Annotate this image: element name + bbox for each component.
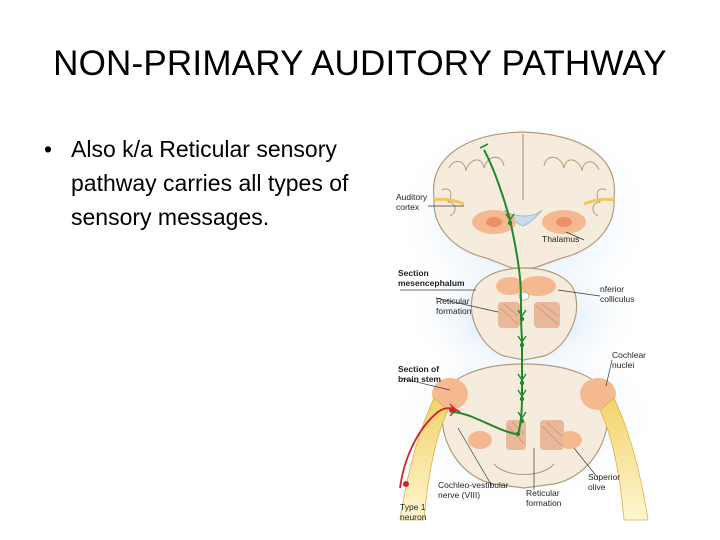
label-reticular-formation-2: Reticular [526, 488, 560, 498]
label-reticular-formation-1: Reticular [436, 296, 470, 306]
bullet-list: • Also k/a Reticular sensory pathway car… [44, 132, 364, 234]
nerve-right [599, 397, 649, 521]
label-auditory-cortex: Auditory [396, 192, 428, 202]
label-section-brain-stem: Section of [398, 364, 439, 374]
label-type1-neuron-2: neuron [400, 512, 427, 522]
label-reticular-formation-2b: formation [526, 498, 562, 508]
label-thalamus: Thalamus [542, 234, 579, 244]
label-section-brain-stem-2: brain stem [398, 374, 441, 384]
label-cochleo-vestibular: Cochleo-vestibular [438, 480, 509, 490]
label-inferior-colliculus: nferior [600, 284, 624, 294]
label-reticular-formation-1b: formation [436, 306, 472, 316]
label-inferior-colliculus-2: colliculus [600, 294, 635, 304]
label-type1-neuron: Type 1 [400, 502, 426, 512]
label-section-mesencephalum-2: mesencephalum [398, 278, 465, 288]
label-superior-olive: Superior [588, 472, 620, 482]
auditory-pathway-diagram: Auditory cortex Thalamus Section mesence… [394, 128, 680, 526]
label-cochleo-vestibular-2: nerve (VIII) [438, 490, 480, 500]
brain-stem-section [432, 363, 616, 489]
brain-section [432, 131, 616, 269]
bullet-text: Also k/a Reticular sensory pathway carri… [71, 136, 349, 230]
label-cochlear-nuclei: Cochlear [612, 350, 646, 360]
label-auditory-cortex-2: cortex [396, 202, 420, 212]
bullet-marker: • [44, 136, 53, 162]
slide-title: NON-PRIMARY AUDITORY PATHWAY [53, 44, 667, 83]
label-cochlear-nuclei-2: nuclei [612, 360, 634, 370]
bullet-item: • Also k/a Reticular sensory pathway car… [44, 132, 364, 234]
label-section-mesencephalum: Section [398, 268, 429, 278]
label-superior-olive-2: olive [588, 482, 606, 492]
